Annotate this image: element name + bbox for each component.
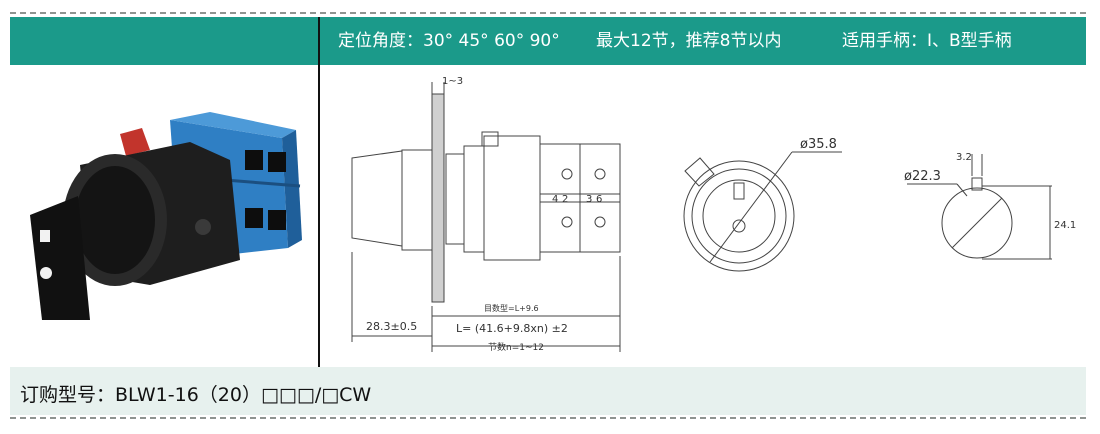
indicator-tab-image <box>120 128 150 156</box>
front-length-label: 28.3±0.5 <box>366 320 417 333</box>
module-label-2: 2 <box>562 194 568 205</box>
panel-thickness-label: 1~3 <box>442 76 463 87</box>
product-photo <box>30 112 302 320</box>
sections-text: 最大12节，推荐8节以内 <box>596 31 782 51</box>
sections-range-label: 节数n=1~12 <box>488 341 544 353</box>
bottom-dashed-divider <box>10 417 1086 419</box>
length-formula-label: L= (41.6+9.8xn) ±2 <box>456 322 568 335</box>
top-dashed-divider <box>10 12 1086 14</box>
header-band <box>10 17 1086 65</box>
mounting-panel <box>431 93 445 303</box>
module-label-3: 3 <box>586 194 592 205</box>
positioning-angles-text: 定位角度：30° 45° 60° 90° <box>338 31 560 51</box>
switch-body-image <box>63 142 240 286</box>
order-code-text: 订购型号：BLW1-16（20）□□□/□CW <box>20 384 372 406</box>
front-diameter-label: ø35.8 <box>800 137 837 152</box>
handle-types-text: 适用手柄：I、B型手柄 <box>842 31 1012 51</box>
cutout-height-label: 24.1 <box>1054 220 1076 231</box>
column-divider <box>318 17 320 367</box>
panel-cutout <box>941 187 1013 259</box>
side-view-knob <box>351 150 403 247</box>
side-view-housing <box>483 135 541 261</box>
front-view-outline <box>683 160 795 272</box>
module-label-1: 4 <box>552 194 558 205</box>
key-width-label: 3.2 <box>956 152 972 163</box>
technical-drawing: 1~3 28.3±0.5 目数型=L+9.6 L= (41.6+9.8xn) ±… <box>351 76 1076 353</box>
front-view-tab <box>684 157 715 187</box>
side-view-bezel <box>401 149 433 251</box>
handle-lever-image <box>30 196 90 320</box>
cutout-diameter-label: ø22.3 <box>904 169 941 184</box>
module-label-4: 6 <box>596 194 602 205</box>
length-a-label: 目数型=L+9.6 <box>484 303 539 313</box>
footer-band <box>10 367 1086 415</box>
